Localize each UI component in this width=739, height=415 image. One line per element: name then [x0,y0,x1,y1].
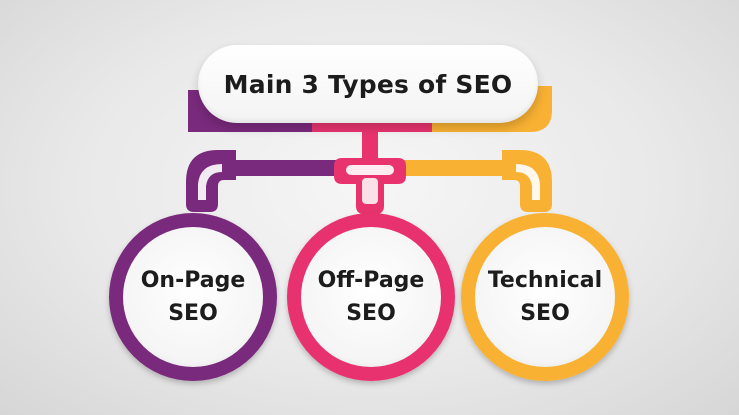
title-pill: Main 3 Types of SEO [198,45,538,123]
node-on-page [109,213,277,381]
node-label-line1: Technical [487,268,603,293]
t-junction-stem-highlight [362,178,378,204]
node-label-off-page: Off-Page SEO [296,264,446,330]
t-junction-highlight [346,165,394,175]
node-label-on-page: On-Page SEO [118,264,268,330]
connector-left [200,160,352,176]
node-label-line1: On-Page [140,268,246,293]
node-label-line1: Off-Page [317,268,425,293]
elbow-left-connector [186,150,236,212]
node-label-line2: SEO [168,301,218,326]
elbow-right-connector [502,150,552,212]
node-off-page [287,213,455,381]
elbow-left-highlight [198,164,222,200]
node-label-line2: SEO [346,301,396,326]
center-stem [362,128,378,164]
node-label-line2: SEO [520,301,570,326]
diagram-title: Main 3 Types of SEO [223,69,513,99]
connector-right [388,160,538,176]
node-technical [461,213,629,381]
node-label-technical: Technical SEO [470,264,620,330]
elbow-right-highlight [516,164,540,200]
